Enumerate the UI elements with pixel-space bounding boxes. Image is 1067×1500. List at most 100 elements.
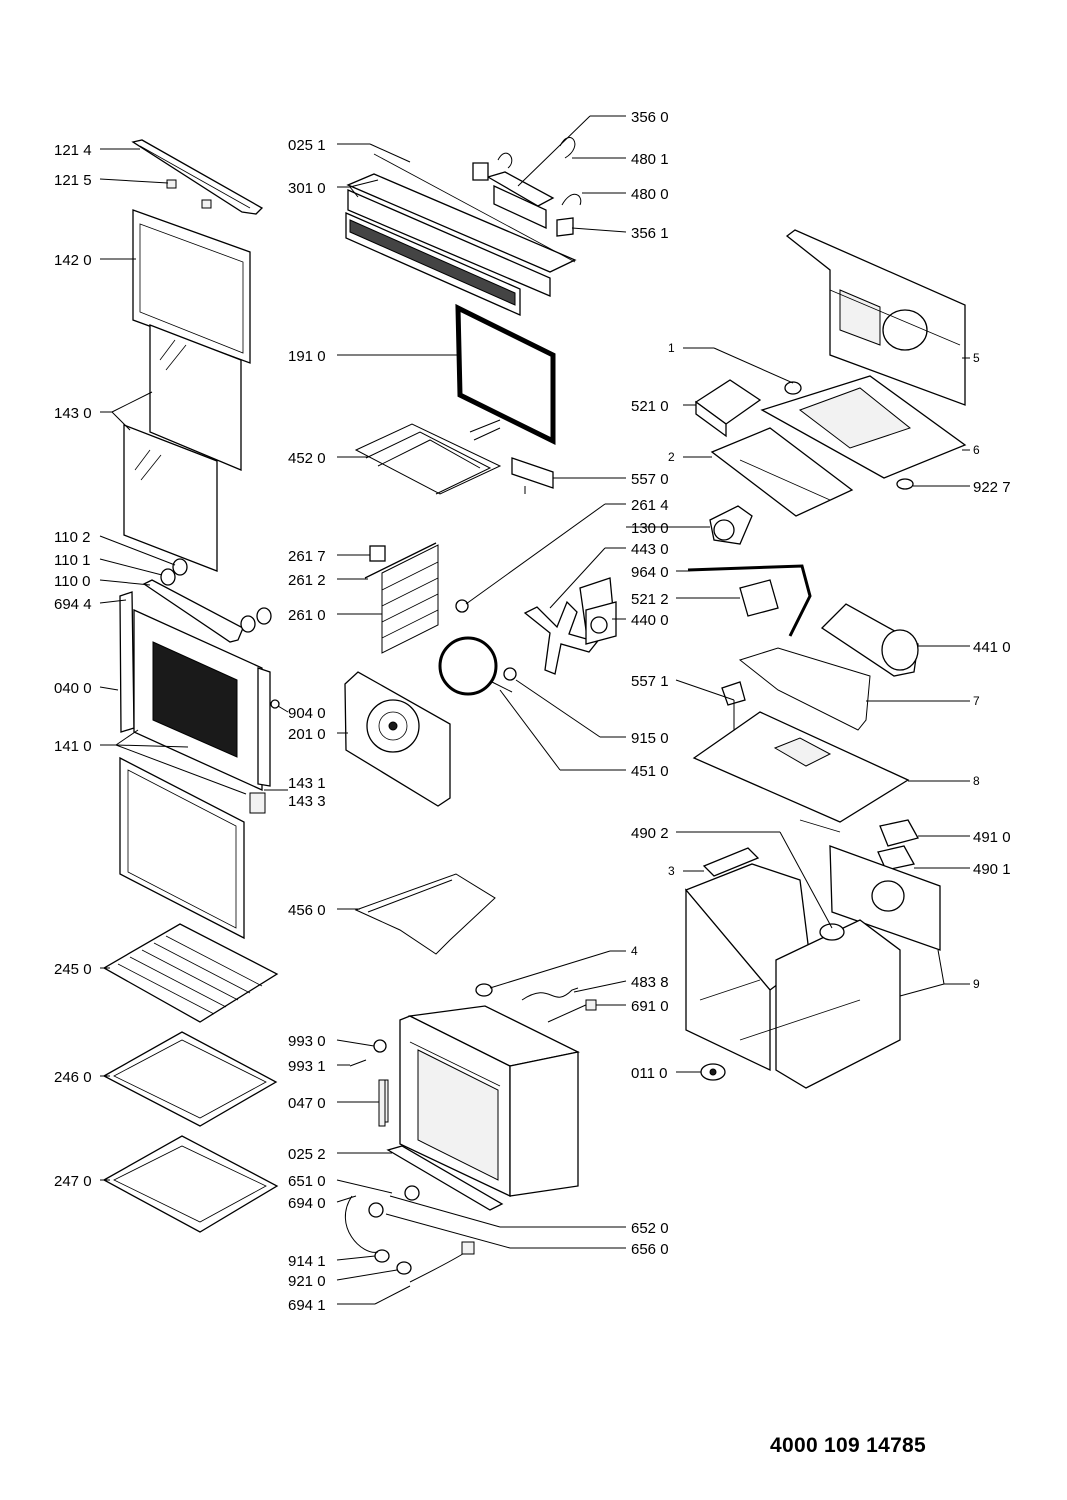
label-652-0: 652 0 [631,1220,669,1237]
label-246-0: 246 0 [54,1069,92,1086]
side-back-panel [829,845,941,951]
label-9: 9 [973,977,980,991]
label-691-0: 691 0 [631,998,669,1015]
label-993-1: 993 1 [288,1058,326,1075]
thermostat [511,457,554,494]
label-110-2: 110 2 [54,529,90,546]
door-inner-glass [119,756,245,940]
label-245-0: 245 0 [54,961,92,978]
label-121-4: 121 4 [54,142,92,159]
label-490-1: 490 1 [973,861,1011,878]
label-483-8: 483 8 [631,974,669,991]
foot [700,1063,726,1081]
pipe-and-box [687,564,812,637]
label-040-0: 040 0 [54,680,92,697]
part-labels: 121 4 121 5 142 0 143 0 110 2 110 1 110 … [54,109,1011,1314]
document-number: 4000 109 14785 [770,1434,927,1457]
label-451-0: 451 0 [631,763,669,780]
door-seal [455,303,556,446]
label-521-2: 521 2 [631,591,669,608]
top-cover [760,375,967,490]
label-261-0: 261 0 [288,607,326,624]
fan-blade [503,600,599,681]
label-694-1: 694 1 [288,1297,326,1314]
label-452-0: 452 0 [288,450,326,467]
label-656-0: 656 0 [631,1241,669,1258]
grill-element [354,419,502,495]
electronic-board [694,379,762,438]
oven-cavity [381,1005,580,1211]
outer-door-glass [132,209,251,364]
label-491-0: 491 0 [973,829,1011,846]
parts-drawings [102,137,967,1283]
label-2: 2 [668,450,675,464]
label-121-5: 121 5 [54,172,92,189]
control-panel-frame [345,153,577,316]
inner-glass-panels [123,324,242,572]
label-356-1: 356 1 [631,225,669,242]
label-356-0: 356 0 [631,109,669,126]
label-557-1: 557 1 [631,673,669,690]
label-922-7: 922 7 [973,479,1011,496]
label-261-2: 261 2 [288,572,326,589]
cover-strip [702,847,760,877]
label-441-0: 441 0 [973,639,1011,656]
label-130-0: 130 0 [631,520,669,537]
label-047-0: 047 0 [288,1095,326,1112]
label-5: 5 [973,351,980,365]
fan-cover [344,671,451,807]
label-143-1: 143 1 [288,775,326,792]
door-top-trim [131,139,264,215]
label-694-0: 694 0 [288,1195,326,1212]
label-521-0: 521 0 [631,398,669,415]
label-261-7: 261 7 [288,548,326,565]
label-110-0: 110 0 [54,573,90,590]
label-993-0: 993 0 [288,1033,326,1050]
label-261-4: 261 4 [631,497,669,514]
label-025-2: 025 2 [288,1146,326,1163]
back-panel [785,229,966,406]
door-hinge-parts [142,558,272,643]
cable-and-plug [475,983,597,1023]
label-480-0: 480 0 [631,186,669,203]
lower-cover-plate [710,427,854,517]
lamp-cover [455,599,469,613]
circular-element [438,636,513,696]
shelf-supports [364,542,439,654]
label-651-0: 651 0 [288,1173,326,1190]
support-frame [721,647,871,734]
label-443-0: 443 0 [631,541,669,558]
label-6: 6 [973,443,980,457]
cooling-fan [709,505,753,545]
label-480-1: 480 1 [631,151,669,168]
label-025-1: 025 1 [288,137,326,154]
label-8: 8 [973,774,980,788]
label-1: 1 [668,341,675,355]
bottom-plate [692,711,910,833]
label-4: 4 [631,944,638,958]
wire-shelf [102,923,279,1023]
leader-lines [99,115,970,1305]
label-110-1: 110 1 [54,552,90,569]
outer-casing [684,863,901,1089]
label-557-0: 557 0 [631,471,669,488]
label-3: 3 [668,864,675,878]
label-964-0: 964 0 [631,564,669,581]
terminal-block [877,819,919,871]
control-board [472,137,582,237]
label-191-0: 191 0 [288,348,326,365]
label-143-0: 143 0 [54,405,92,422]
label-490-2: 490 2 [631,825,669,842]
label-915-0: 915 0 [631,730,669,747]
grill-element-lower [354,873,496,955]
label-143-3: 143 3 [288,793,326,810]
baking-tray [102,1031,278,1127]
label-456-0: 456 0 [288,902,326,919]
tangential-fan [820,603,919,677]
label-914-1: 914 1 [288,1253,326,1270]
label-201-0: 201 0 [288,726,326,743]
label-301-0: 301 0 [288,180,326,197]
label-440-0: 440 0 [631,612,669,629]
label-141-0: 141 0 [54,738,92,755]
